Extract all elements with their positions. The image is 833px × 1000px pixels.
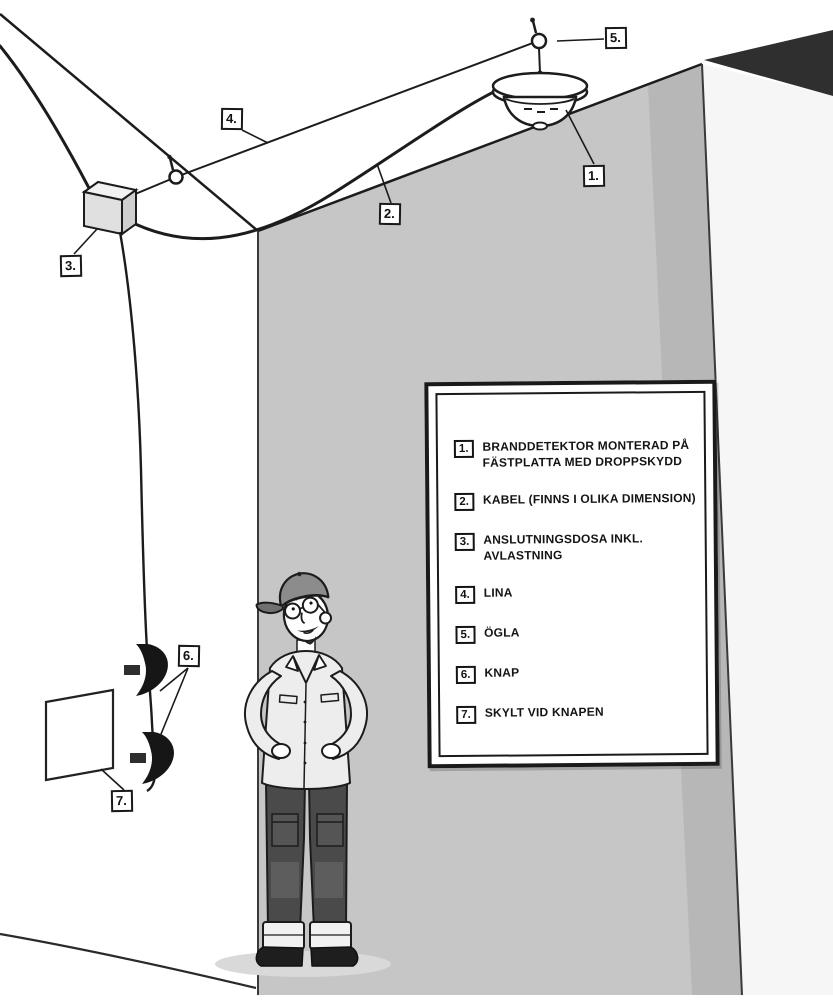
callout-4: 4. (220, 107, 243, 131)
collar (313, 654, 327, 671)
callout-pointer-lines (73, 38, 605, 791)
glasses-icon (284, 602, 302, 620)
wall-eyelet-icon (167, 154, 184, 185)
legend-item-number: 7. (456, 705, 476, 725)
junction-box (81, 180, 139, 236)
legend-item-text: KABEL (FINNS I OLIKA DIMENSION) (482, 490, 696, 507)
hand (321, 743, 341, 759)
legend-item-number: 2. (454, 492, 475, 512)
grey-wall-top-edge (257, 62, 703, 233)
person (244, 571, 368, 967)
callout-1: 1. (582, 164, 606, 188)
legend-item-text: LINA (483, 585, 513, 600)
left-ceiling-edge (0, 13, 259, 232)
ear (319, 611, 333, 625)
mustache (297, 626, 319, 633)
callout-5: 5. (604, 26, 627, 50)
legend-item-number: 4. (455, 585, 475, 605)
sign (44, 688, 115, 782)
cargo-pocket (316, 813, 344, 847)
legend-item: 5. ÖGLA (455, 623, 699, 645)
legend-item-number: 6. (455, 665, 476, 685)
floor-line (0, 932, 257, 990)
drop-line (118, 231, 157, 793)
legend-item: 2. KABEL (FINNS I OLIKA DIMENSION) (454, 490, 698, 512)
cleat-top-icon (124, 644, 168, 696)
callout-6: 6. (177, 644, 201, 668)
legend-item-text: SKYLT VID KNAPEN (484, 704, 604, 720)
detector-cable (114, 79, 520, 241)
right-corner-line (701, 63, 743, 996)
chest-pocket (320, 692, 340, 703)
legend-item-text: KNAP (484, 665, 520, 680)
ceiling-eyelet-icon (530, 17, 548, 50)
drip-shield-plate (491, 71, 589, 101)
glasses-icon (301, 596, 319, 614)
detector-vents (524, 108, 558, 113)
legend-item-text: ÖGLA (484, 625, 520, 640)
chest-pocket (278, 694, 298, 705)
right-wall (702, 64, 833, 995)
goatee (302, 635, 317, 645)
legend-inner-frame: 1. BRANDDETEKTOR MONTERAD PÅ FÄSTPLATTA … (435, 390, 709, 758)
cap-brim (255, 601, 285, 615)
callout-2: 2. (378, 202, 402, 226)
legend-item: 4. LINA (455, 583, 699, 605)
cleat-bottom-icon (130, 732, 174, 784)
legend-item-text: BRANDDETEKTOR MONTERAD PÅ FÄSTPLATTA MED… (482, 437, 690, 470)
legend-panel: 1. BRANDDETEKTOR MONTERAD PÅ FÄSTPLATTA … (424, 379, 720, 769)
legend-item: 1. BRANDDETEKTOR MONTERAD PÅ FÄSTPLATTA … (453, 437, 698, 471)
legend-item-number: 1. (453, 439, 474, 459)
callout-3: 3. (59, 254, 83, 278)
collar (285, 655, 299, 672)
incoming-cable (0, 44, 92, 192)
cargo-pocket (271, 813, 299, 847)
legend-item: 6. KNAP (455, 663, 700, 685)
detector-hanger-line (538, 47, 541, 74)
legend-item-number: 3. (454, 532, 475, 552)
ceiling-corner-shadow-wedge (704, 30, 833, 96)
hand (271, 743, 291, 759)
fire-detector (491, 71, 589, 131)
legend-item: 3. ANSLUTNINGSDOSA INKL. AVLASTNING (454, 530, 699, 564)
callout-7: 7. (110, 789, 134, 813)
head (255, 571, 333, 645)
legend-item: 7. SKYLT VID KNAPEN (456, 703, 700, 725)
legend-item-number: 5. (455, 625, 476, 645)
legend-item-text: ANSLUTNINGSDOSA INKL. AVLASTNING (483, 531, 644, 563)
detector-nub (532, 121, 548, 131)
